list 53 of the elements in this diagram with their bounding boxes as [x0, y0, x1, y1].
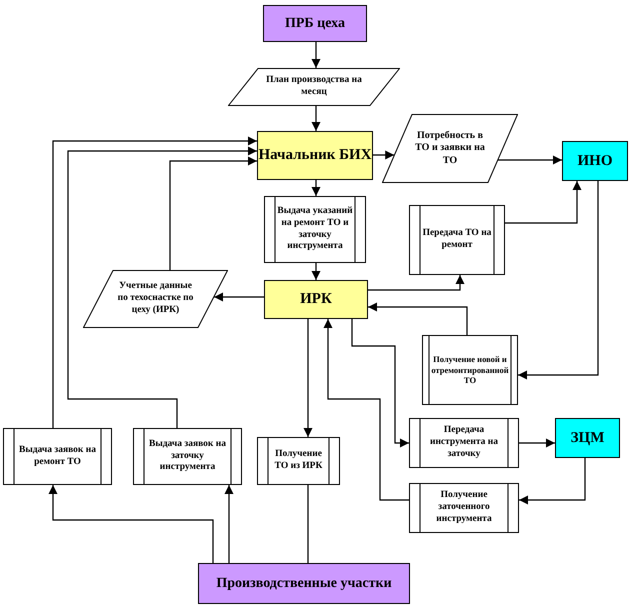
predefined-process-box — [264, 196, 366, 263]
arrow — [518, 181, 599, 380]
arrow — [312, 180, 320, 196]
node-label: План производства на месяц — [265, 75, 363, 99]
node-label: Выдача заявок на ремонт ТО — [18, 444, 97, 468]
node-label: ПРБ цеха — [284, 14, 345, 32]
process-box — [562, 141, 628, 181]
predefined-process-box — [422, 335, 518, 405]
predefined-process-box — [409, 483, 519, 533]
process-box — [555, 418, 620, 458]
data-parallelogram — [382, 114, 518, 183]
arrow — [498, 156, 562, 164]
node-label: Передача ТО на ремонт — [422, 228, 492, 252]
process-box — [198, 563, 410, 604]
node-label: Выдача заявок на заточку инструмента — [148, 438, 227, 474]
arrow — [351, 319, 409, 448]
arrow — [519, 438, 555, 448]
predefined-process-box — [409, 418, 519, 468]
process-box — [257, 131, 373, 180]
data-parallelogram — [83, 270, 228, 328]
arrow — [169, 156, 257, 270]
arrow — [312, 106, 320, 131]
node-label: Получение заточенного инструмента — [435, 490, 493, 526]
process-box — [263, 5, 367, 42]
node-label: Получение ТО из ИРК — [274, 449, 324, 473]
arrow — [324, 319, 409, 501]
arrow — [224, 485, 234, 563]
node-label: Потребность в ТО и заявки на ТО — [414, 130, 486, 168]
arrow — [214, 292, 264, 302]
arrow — [519, 458, 586, 504]
node-label: ИНО — [577, 152, 612, 170]
node-label: Начальник БИХ — [258, 146, 372, 165]
arrow — [368, 302, 468, 335]
arrow — [304, 319, 312, 437]
predefined-process-box — [257, 437, 340, 485]
data-parallelogram — [228, 68, 400, 106]
predefined-process-box — [409, 205, 505, 275]
node-label: Выдача указаний на ремонт ТО и заточку инструмента — [277, 206, 353, 254]
arrow — [48, 485, 214, 563]
node-label: Учетные данные по техоснастке по цеху (ИРК) — [116, 281, 194, 317]
arrow — [373, 150, 394, 160]
node-label: Передача инструмента на заточку — [428, 425, 500, 461]
process-box — [264, 280, 368, 319]
arrow — [368, 275, 464, 291]
predefined-process-box — [133, 428, 242, 485]
arrow — [505, 181, 582, 224]
node-label: ЗЦМ — [570, 428, 604, 448]
node-label: ИРК — [300, 290, 332, 309]
predefined-process-box — [3, 428, 112, 485]
node-label: Производственные участки — [216, 574, 392, 592]
arrow — [312, 42, 320, 68]
node-label: Получение новой и отремонтированной ТО — [431, 354, 509, 386]
arrow — [312, 263, 320, 280]
